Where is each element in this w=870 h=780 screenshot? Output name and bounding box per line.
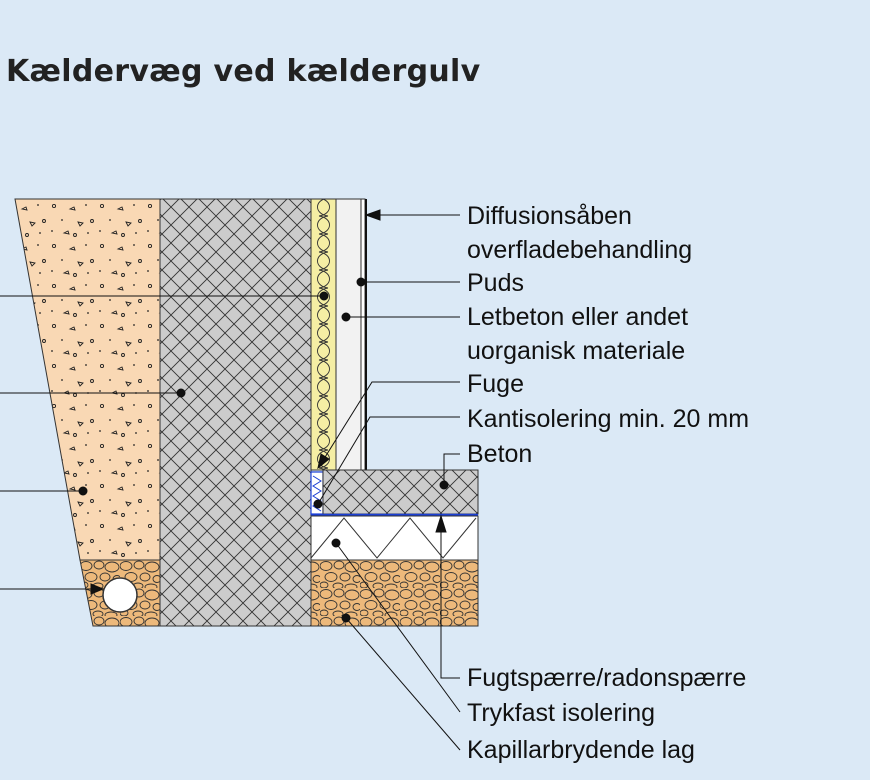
page-title: Kældervæg ved kældergulv [6,54,481,89]
label-beton: Beton [467,440,532,468]
label-puds: Puds [467,269,524,297]
label-diffusion-line1: Diffusionsåben [467,202,632,230]
label-letbeton-line1: Letbeton eller andet [467,303,688,331]
drain-pipe [102,577,138,613]
label-diffusion-line2: overfladebehandling [467,236,692,264]
label-fugtspaerre: Fugtspærre/radonspærre [467,664,746,692]
pressure-insulation [310,515,479,561]
letbeton-layer [335,198,362,471]
label-trykfast: Trykfast isolering [467,699,655,727]
soil-backfill [14,198,161,561]
capillary-layer [310,559,479,627]
wall-insulation [310,198,337,471]
label-kapillar: Kapillarbrydende lag [467,736,695,764]
concrete-wall [159,198,312,627]
label-kantisolering: Kantisolering min. 20 mm [467,405,749,433]
label-fuge: Fuge [467,370,524,398]
right-leader-lines [313,209,461,751]
left-leader-lines [0,291,329,595]
label-letbeton-line2: uorganisk materiale [467,337,685,365]
floor-slab [322,469,479,515]
